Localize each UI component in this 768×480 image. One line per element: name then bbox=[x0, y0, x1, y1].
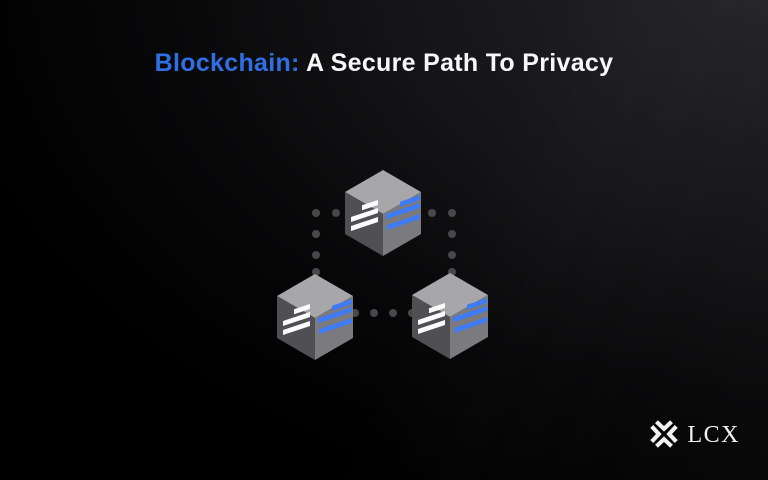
title-highlight: Blockchain: bbox=[154, 49, 300, 77]
connector-dot bbox=[428, 209, 436, 217]
lcx-logo-text: LCX bbox=[687, 422, 740, 448]
connector-dot bbox=[448, 251, 456, 259]
connector-dot bbox=[312, 230, 320, 238]
title-rest: A Secure Path To Privacy bbox=[299, 49, 614, 77]
page-title: Blockchain: A Secure Path To Privacy bbox=[0, 49, 768, 78]
lcx-emblem-icon bbox=[649, 420, 678, 448]
connector-dot bbox=[332, 209, 340, 217]
server-cube-icon-top bbox=[345, 170, 421, 256]
server-cube-icon-bottom-right bbox=[412, 273, 488, 359]
server-cube-icon-bottom-left bbox=[277, 274, 353, 360]
connector-dot bbox=[370, 309, 378, 317]
connector-dot bbox=[448, 209, 456, 217]
connector-dot bbox=[312, 209, 320, 217]
connector-dot bbox=[312, 251, 320, 259]
connector-dot bbox=[389, 309, 397, 317]
dotted-connectors bbox=[312, 209, 456, 317]
connector-dot bbox=[312, 268, 320, 276]
lcx-logo: LCX bbox=[648, 418, 741, 450]
connector-dot bbox=[351, 309, 359, 317]
connector-dot bbox=[448, 230, 456, 238]
